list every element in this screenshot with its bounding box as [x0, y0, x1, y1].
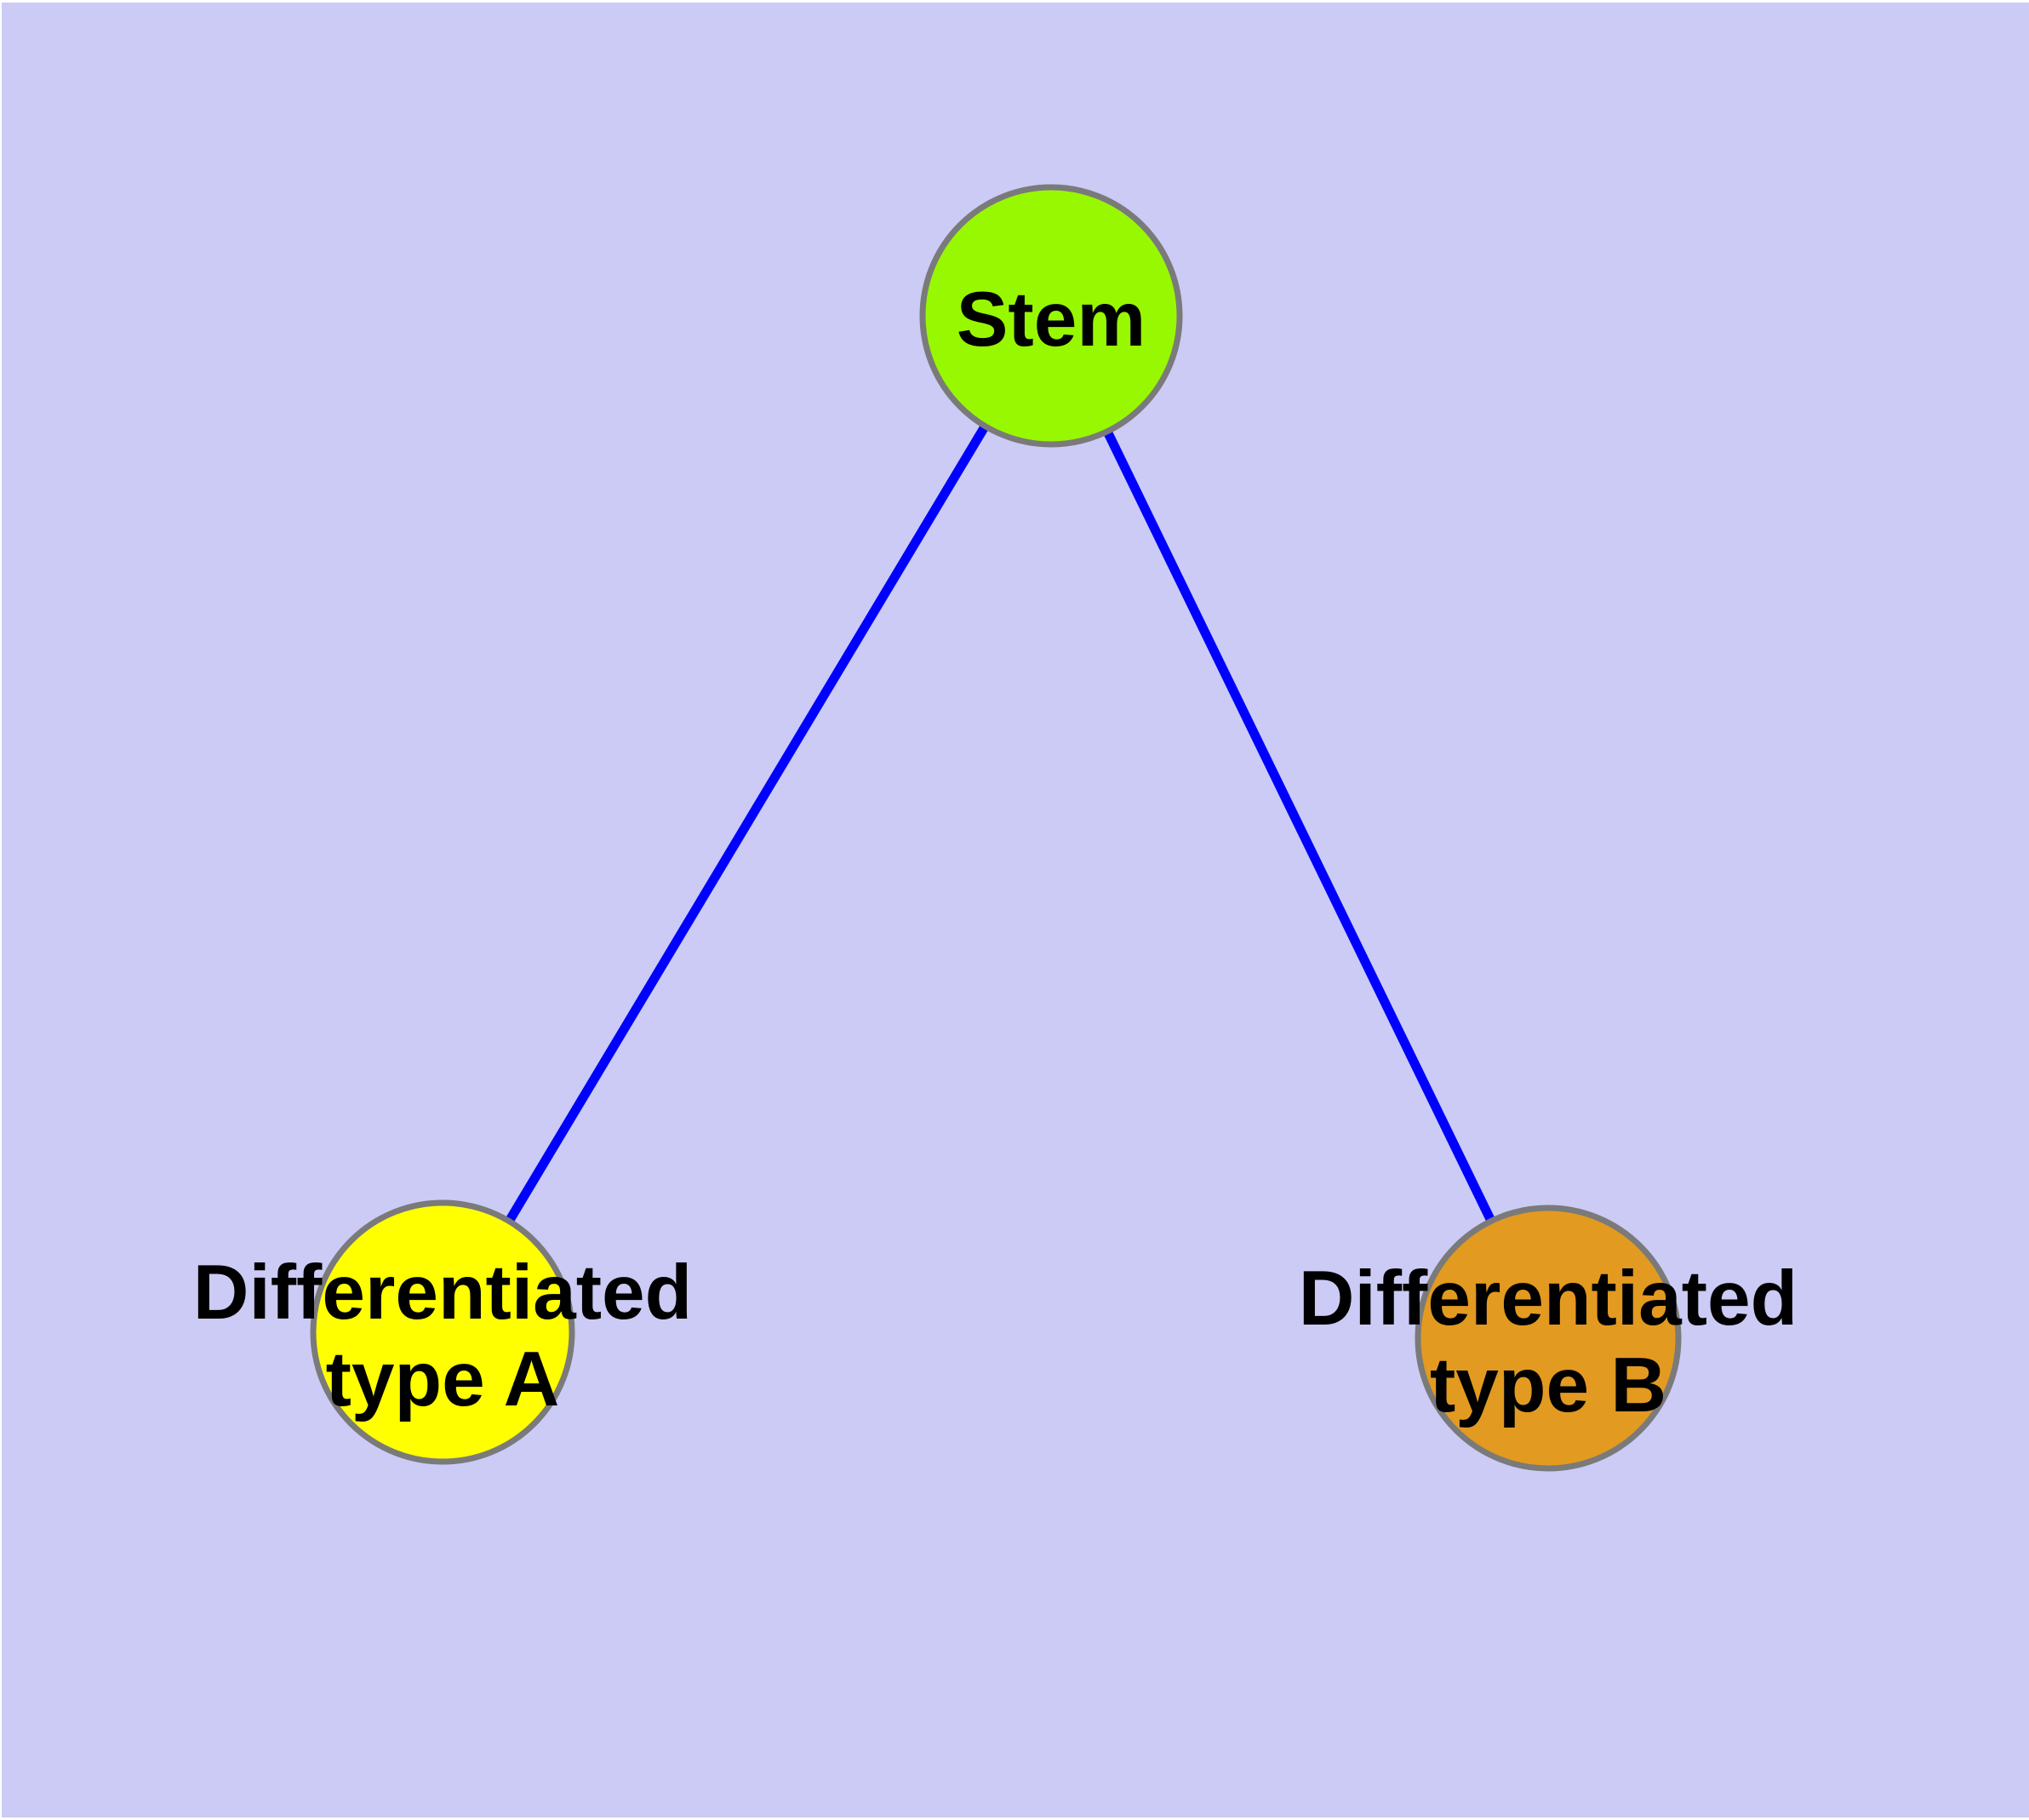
node-stem-circle: [919, 184, 1183, 448]
node-diff-a-label-line-2: type A: [326, 1336, 560, 1422]
node-diff-a-circle: [310, 1199, 575, 1465]
edge-stem-diff-b: [1047, 313, 1552, 1341]
edge-stem-diff-a: [438, 313, 1055, 1335]
node-stem-label-line-1: Stem: [957, 277, 1146, 363]
node-diff-b-label-line-2: type B: [1430, 1342, 1666, 1428]
node-stem: Stem: [919, 184, 1183, 448]
node-diff-b-circle: [1415, 1205, 1682, 1472]
node-diff-b-label-line-1: Differentiated: [1299, 1256, 1798, 1342]
node-diff-a-label-line-1: Differentiated: [193, 1250, 693, 1336]
